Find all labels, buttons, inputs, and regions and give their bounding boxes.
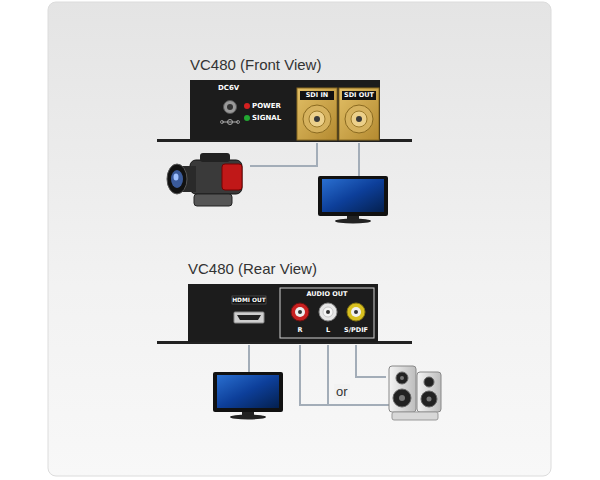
speakers [393,389,411,407]
speakers [427,397,432,402]
front-device [300,91,334,100]
rear-device [323,307,333,317]
front-device [314,116,320,122]
wire [327,345,329,405]
port-label: SDI OUT [342,91,376,100]
camcorder [200,153,230,162]
front-device [345,105,373,133]
rear-device [354,310,358,314]
camcorder [174,174,179,181]
device-box: VC480 (Front View)DC6VPOWERSIGNALSDI INS… [190,80,380,140]
rear-device [319,303,337,321]
wire [300,345,389,405]
front-device [351,111,367,127]
front-device [342,91,376,100]
view-heading: VC480 (Front View) [190,56,321,74]
monitor [217,375,279,408]
port-label: DC6V [218,84,239,93]
camcorder [190,160,242,194]
front-device [227,104,233,110]
camcorder [171,170,183,188]
port-label: SDI IN [300,91,334,100]
rear-device [298,310,302,314]
speakers [399,395,405,401]
front-device [190,80,380,140]
rear-device [232,296,266,304]
port-label: AUDIO OUT [280,290,374,299]
monitor [322,179,384,212]
camcorder [167,164,187,194]
monitor [318,176,388,224]
front-device [221,121,224,124]
camcorder [194,194,232,206]
port-label: R [285,326,315,335]
front-device [237,121,240,124]
wire [250,143,317,166]
speakers [389,366,416,412]
front-device [309,111,325,127]
front-device [356,116,362,122]
front-device [303,105,331,133]
panel-background [48,2,551,476]
front-device [297,88,337,140]
rear-device [347,303,365,321]
rear-device [351,307,361,317]
rear-device [234,312,264,323]
camcorder [222,164,242,190]
port-label: HDMI OUT [232,296,266,305]
view-heading: VC480 (Rear View) [188,260,317,278]
monitor [230,415,266,420]
speakers [392,412,438,420]
wire [358,143,360,176]
rear-device [237,315,261,320]
rear-device [188,284,378,342]
wire [248,345,250,372]
port-label: S/PDIF [341,326,371,335]
wire [356,345,386,377]
rear-device [291,303,309,321]
port-label: SIGNAL [252,114,281,123]
speakers [389,366,441,420]
monitor [213,372,283,412]
front-device [339,88,379,140]
device-box: VC480 (Rear View)HDMI OUTAUDIO OUTRLS/PD… [188,284,378,342]
speakers [424,377,434,387]
port-label: POWER [252,102,281,111]
front-device [157,80,412,142]
rear-device [326,310,330,314]
front-device [244,103,250,109]
rear-device [295,307,305,317]
front-device [228,120,233,125]
speakers [400,376,404,380]
front-device [244,115,250,121]
speakers [396,372,408,384]
rear-device [157,284,412,344]
camcorder [167,153,242,206]
panel-background [48,2,551,476]
monitor [335,219,371,224]
port-label: L [313,326,343,335]
monitor [213,372,283,420]
note-label: or [334,384,350,399]
front-device [222,122,238,123]
rear-device [280,288,374,338]
speakers [421,391,437,407]
speakers [417,372,441,412]
front-device [224,101,237,114]
monitor [318,176,388,216]
